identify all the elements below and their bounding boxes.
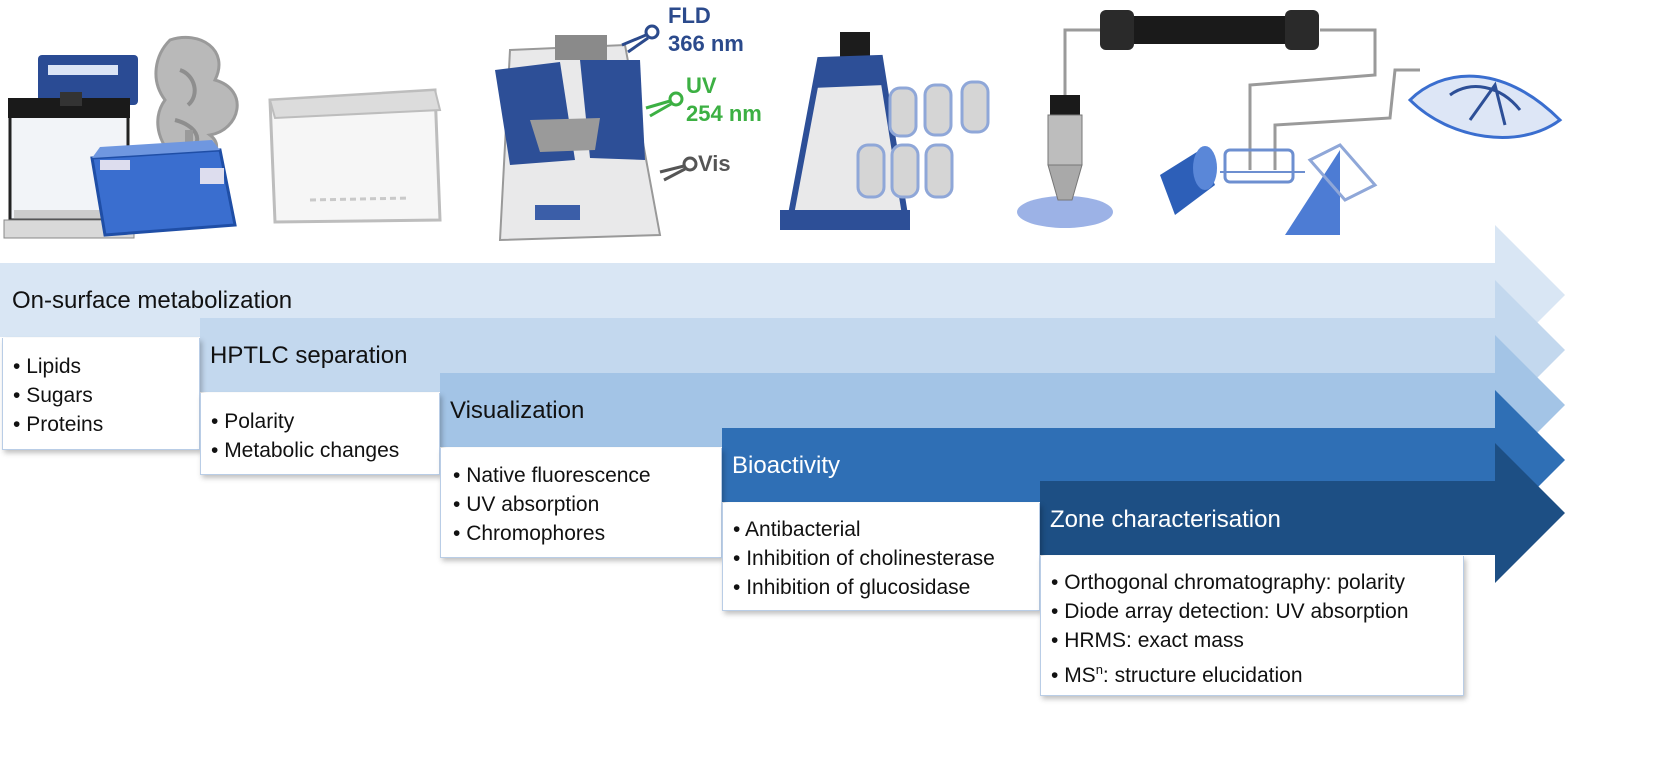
column-icon: [1063, 10, 1420, 170]
stage-details-metabolization: Lipids Sugars Proteins: [2, 338, 200, 450]
stage-title-separation: HPTLC separation: [210, 342, 408, 369]
uv-name: UV: [686, 73, 717, 98]
list-item: Sugars: [13, 381, 199, 410]
container-box-icon: [90, 140, 237, 237]
list-item: Proteins: [13, 410, 199, 439]
list-item-msn: MSn: structure elucidation: [1051, 655, 1463, 690]
msn-prefix: MS: [1064, 664, 1096, 687]
developing-chamber-icon: [268, 88, 442, 224]
list-item: Diode array detection: UV absorption: [1051, 597, 1463, 626]
msn-superscript: n: [1095, 662, 1103, 677]
elution-head-icon: [1017, 95, 1113, 228]
list-item: Lipids: [13, 352, 199, 381]
list-item: Inhibition of glucosidase: [733, 573, 1039, 602]
stage-details-bioactivity: Antibacterial Inhibition of cholinestera…: [722, 503, 1040, 611]
list-item: Native fluorescence: [453, 461, 721, 490]
stage-title-visualization: Visualization: [450, 397, 585, 424]
vis-name: Vis: [698, 151, 731, 176]
detector-lamp-icon: [621, 24, 698, 182]
bioassay-plates-icon: [856, 80, 990, 199]
list-item: Inhibition of cholinesterase: [733, 544, 1039, 573]
mass-spectrometer-icon: [1407, 74, 1563, 139]
stage-title-bioactivity: Bioactivity: [732, 452, 841, 479]
diode-array-detector-icon: [1160, 143, 1378, 235]
list-item: Metabolic changes: [211, 436, 439, 465]
list-item: HRMS: exact mass: [1051, 626, 1463, 655]
stage-arrow-5: [1040, 443, 1565, 583]
stage-title-metabolization: On-surface metabolization: [12, 287, 293, 314]
list-item: Polarity: [211, 407, 439, 436]
stage-details-separation: Polarity Metabolic changes: [200, 393, 440, 475]
list-item: Orthogonal chromatography: polarity: [1051, 568, 1463, 597]
msn-suffix: : structure elucidation: [1102, 664, 1303, 687]
fld-name: FLD: [668, 3, 711, 28]
list-item: UV absorption: [453, 490, 721, 519]
list-item: Chromophores: [453, 519, 721, 548]
vis-label: Vis: [698, 150, 731, 178]
uv-wavelength: 254 nm: [686, 101, 762, 126]
uv-label: UV 254 nm: [686, 72, 762, 128]
fld-wavelength: 366 nm: [668, 31, 744, 56]
stage-details-zone-characterisation: Orthogonal chromatography: polarity Diod…: [1040, 556, 1464, 696]
tlc-visualizer-icon: [495, 35, 662, 242]
stage-details-visualization: Native fluorescence UV absorption Chromo…: [440, 448, 722, 558]
instrument-illustrations: [3, 10, 1563, 242]
fld-label: FLD 366 nm: [668, 2, 744, 58]
list-item: Antibacterial: [733, 515, 1039, 544]
stage-title-zone-characterisation: Zone characterisation: [1050, 506, 1281, 533]
